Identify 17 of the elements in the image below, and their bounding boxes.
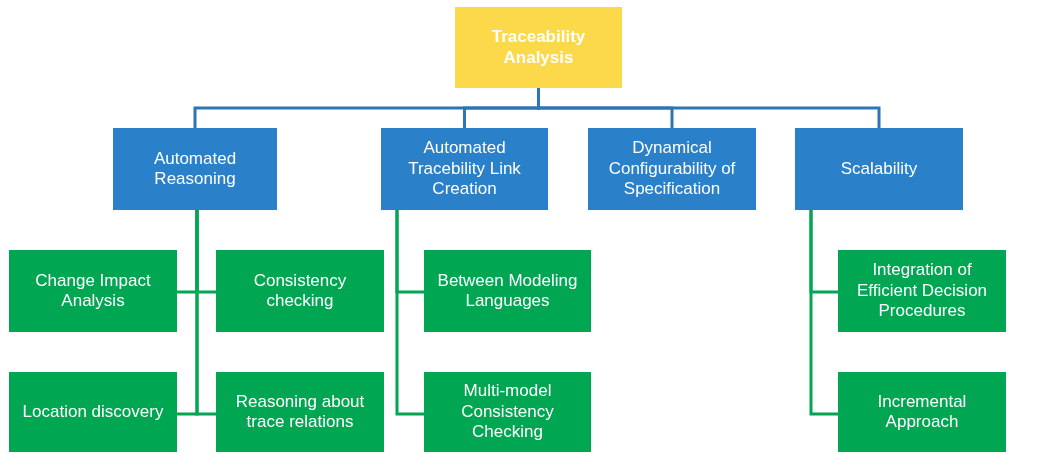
topic-box: Reasoning about trace relations bbox=[216, 372, 384, 452]
root-box: Traceability Analysis bbox=[455, 7, 622, 88]
category-box: Dynamical Configurability of Specification bbox=[588, 128, 756, 210]
category-box: Automated Reasoning bbox=[113, 128, 277, 210]
connector-line bbox=[809, 210, 838, 416]
topic-box: Location discovery bbox=[9, 372, 177, 452]
topic-box: Between Modeling Languages bbox=[424, 250, 591, 332]
topic-box: Multi-model Consistency Checking bbox=[424, 372, 591, 452]
connector-line bbox=[537, 88, 881, 128]
category-box: Automated Tracebility Link Creation bbox=[381, 128, 548, 210]
topic-box: Change Impact Analysis bbox=[9, 250, 177, 332]
category-box: Scalability bbox=[795, 128, 963, 210]
topic-box: Incremental Approach bbox=[838, 372, 1006, 452]
topic-box: Integration of Efficient Decision Procedures bbox=[838, 250, 1006, 332]
topic-box: Consistency checking bbox=[216, 250, 384, 332]
connector-line bbox=[395, 210, 424, 416]
connector-line bbox=[195, 210, 216, 416]
